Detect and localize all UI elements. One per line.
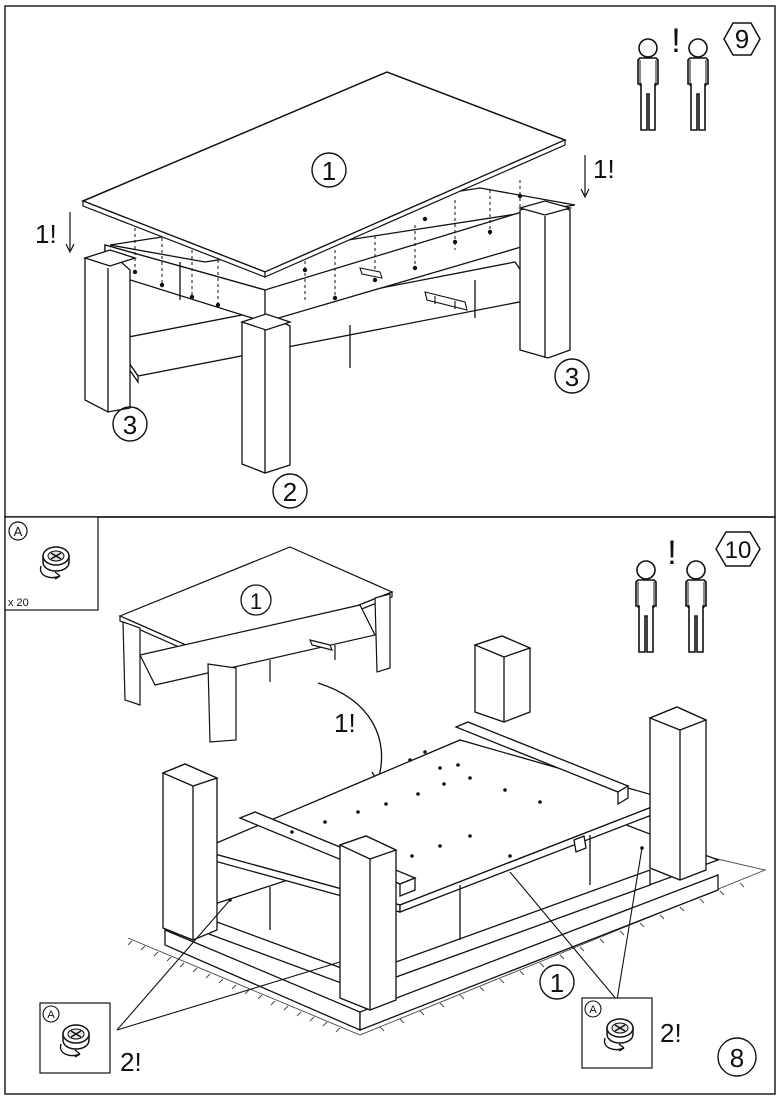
- small-table-preview: [118, 546, 394, 743]
- part-label-small-top: 1: [240, 584, 272, 616]
- flip-arrow: 1!: [317, 682, 385, 784]
- callout-right: A 2!: [581, 997, 682, 1069]
- hardware-box: A x 20: [4, 516, 99, 611]
- callout-leaders: [116, 847, 643, 1031]
- hardware-quantity: x 20: [8, 597, 29, 609]
- inverted-table: [161, 635, 720, 1031]
- top-panel: ! 9: [35, 22, 761, 509]
- callout-left: A 2!: [39, 1002, 142, 1077]
- svg-text:A: A: [589, 1004, 597, 1016]
- svg-text:8: 8: [730, 1043, 744, 1073]
- ground-hatching: [127, 854, 767, 1036]
- callout-right-note: 2!: [660, 1018, 682, 1048]
- svg-text:1: 1: [322, 156, 336, 186]
- svg-text:3: 3: [123, 410, 137, 440]
- note-flip: 1!: [334, 708, 356, 738]
- step-number: 10: [725, 537, 752, 564]
- svg-text:1: 1: [250, 589, 262, 614]
- hexagon-step-icon: 10: [715, 531, 761, 567]
- warning-mark: !: [671, 22, 680, 60]
- hexagon-step-icon: 9: [723, 22, 761, 56]
- page-number: 8: [717, 1037, 757, 1077]
- shelf-holes: [228, 750, 644, 902]
- hardware-letter: A: [14, 524, 23, 539]
- warning-mark: !: [667, 534, 676, 572]
- callout-left-note: 2!: [120, 1047, 142, 1077]
- svg-text:3: 3: [565, 362, 579, 392]
- part-label-top: 1: [311, 152, 347, 188]
- part-label-front-leg: 2: [272, 473, 308, 509]
- step-number: 9: [735, 24, 749, 54]
- table-top-board: [81, 71, 567, 278]
- svg-text:1: 1: [550, 968, 564, 998]
- svg-text:A: A: [47, 1009, 55, 1021]
- svg-text:2: 2: [283, 477, 297, 507]
- part-label-underside: 1: [539, 964, 575, 1000]
- part-label-right-leg: 3: [554, 358, 590, 394]
- panel-frame-bottom: [4, 516, 776, 1095]
- note-left: 1!: [35, 212, 75, 254]
- part-label-left-leg: 3: [112, 406, 148, 442]
- note-right: 1!: [580, 154, 615, 199]
- corner-bracket: [359, 267, 468, 311]
- svg-text:1!: 1!: [593, 154, 615, 184]
- dowel-holes: [132, 193, 523, 308]
- svg-text:1!: 1!: [35, 219, 57, 249]
- two-person-icon: [635, 560, 707, 653]
- bottom-panel: A x 20 ! 10 1: [4, 516, 767, 1077]
